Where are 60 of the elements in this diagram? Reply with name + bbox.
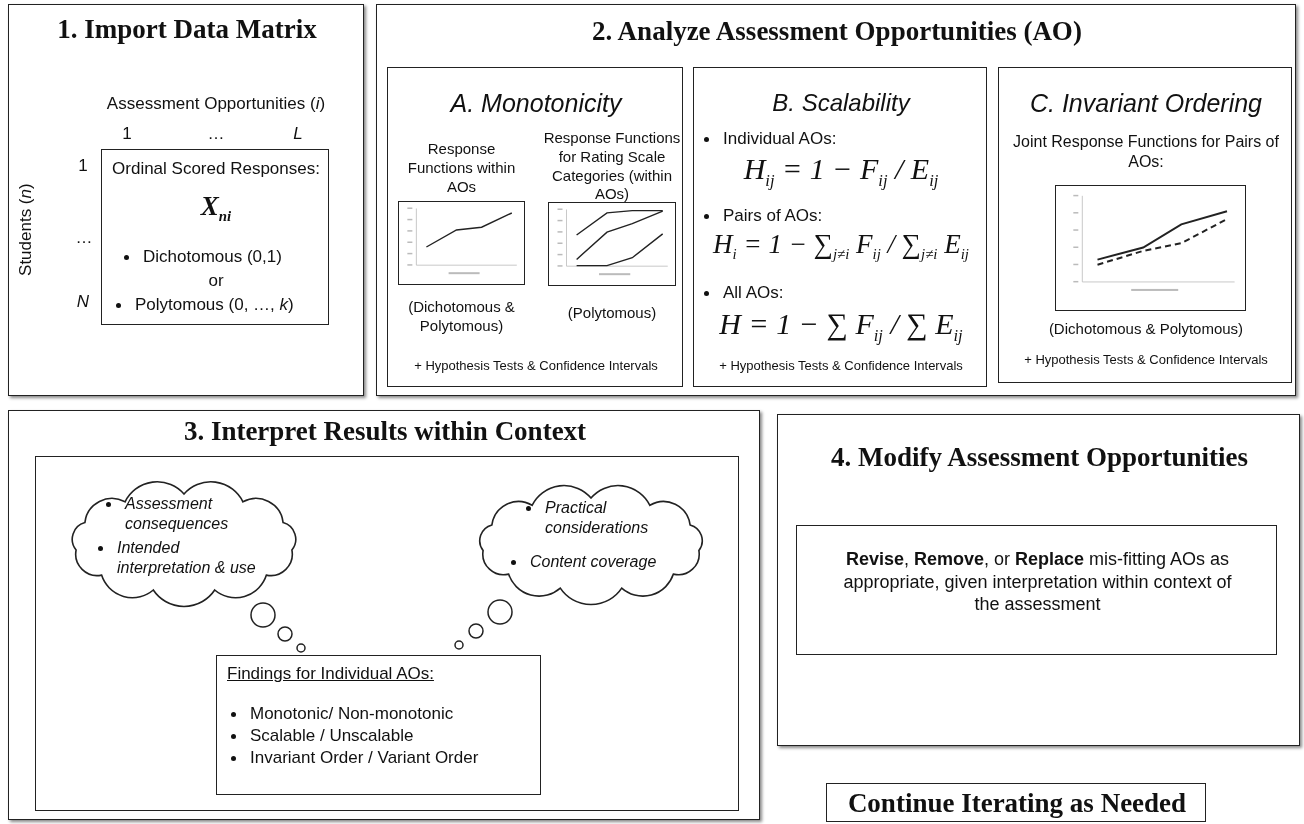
note-text: + Hypothesis Tests & Confidence Intervals xyxy=(413,358,659,375)
tick-label: L xyxy=(292,123,304,145)
list-item: All AOs: xyxy=(723,282,784,304)
matrix-box xyxy=(101,149,329,325)
panel xyxy=(376,4,1296,396)
list-item: Pairs of AOs: xyxy=(723,205,823,227)
note-text: + Hypothesis Tests & Confidence Intervals xyxy=(1023,352,1269,369)
list-item: Dichotomous (0,1) xyxy=(143,246,282,268)
list-item: Individual AOs: xyxy=(723,128,837,150)
method-box xyxy=(998,67,1292,383)
text: or xyxy=(207,270,225,292)
panel xyxy=(8,4,364,396)
list-item: Assessment consequences xyxy=(125,494,230,534)
findings-box xyxy=(216,655,541,795)
tick-label: 1 xyxy=(77,155,89,177)
content-box xyxy=(35,456,739,811)
text: Ordinal Scored Responses: xyxy=(111,158,321,180)
line-chart-drawing xyxy=(398,201,525,285)
axis-label: Assessment Opportunities (i) xyxy=(105,93,327,115)
panel-title: 2. Analyze Assessment Opportunities (AO) xyxy=(591,15,1083,48)
method-box xyxy=(693,67,987,387)
axis-label: Students (n) xyxy=(15,182,37,278)
tick-label: … xyxy=(206,123,226,145)
list-item: Polytomous (0, …, k) xyxy=(135,294,294,316)
formula: H = 1 − ∑ F$_{ij}$ / ∑ E$_{ij}$ xyxy=(718,306,964,347)
line-chart-drawing xyxy=(1055,185,1246,311)
list-item: Scalable / Unscalable xyxy=(250,725,414,747)
panel-title: 1. Import Data Matrix xyxy=(56,13,318,46)
formula: H$_{i}$ = 1 − ∑$_{j≠i}$ F$_{ij}$ / ∑$_{j≠i}$ E$_{ij}$ xyxy=(711,228,970,264)
section-heading: B. Scalability xyxy=(771,88,912,118)
tick-label: 1 xyxy=(121,123,133,145)
section-heading: C. Invariant Ordering xyxy=(1028,88,1263,119)
formula: X$_{ni}$ xyxy=(199,190,233,226)
text: Continue Iterating as Needed xyxy=(846,787,1188,820)
list-item: Content coverage xyxy=(530,552,657,572)
text-box xyxy=(826,783,1206,822)
list-item: Intended interpretation & use xyxy=(117,538,257,578)
heading-text: Findings for Individual AOs: xyxy=(227,663,435,685)
text: Joint Response Functions for Pairs of AOs: xyxy=(1012,132,1280,172)
line-chart-drawing xyxy=(548,202,676,286)
chart-caption: (Dichotomous & Polytomous) xyxy=(1047,320,1245,339)
formula: H$_{ij}$ = 1 − F$_{ij}$ / E$_{ij}$ xyxy=(742,151,940,192)
chart-caption: (Dichotomous & Polytomous) xyxy=(407,298,516,336)
panel xyxy=(777,414,1300,746)
list-item: Invariant Order / Variant Order xyxy=(250,747,479,769)
note-text: + Hypothesis Tests & Confidence Intervals xyxy=(718,358,964,375)
section-heading: A. Monotonicity xyxy=(448,88,624,119)
chart-heading: Response Functions for Rating Scale Categories (within AOs) xyxy=(542,129,682,204)
text-box xyxy=(796,525,1277,655)
chart-heading: Response Functions within AOs xyxy=(406,140,517,197)
panel-title: 4. Modify Assessment Opportunities xyxy=(830,441,1249,474)
text: Revise, Remove, or Replace mis-fitting AOs as appropriate, given interpretation within context of the assessment xyxy=(842,548,1233,616)
tick-label: … xyxy=(74,227,94,249)
list-item: Monotonic/ Non-monotonic xyxy=(250,703,454,725)
chart-caption: (Polytomous) xyxy=(566,304,658,323)
method-box xyxy=(387,67,683,387)
list-item: Practical considerations xyxy=(545,498,650,538)
panel xyxy=(8,410,760,820)
panel-title: 3. Interpret Results within Context xyxy=(182,415,588,448)
tick-label: N xyxy=(75,291,91,313)
